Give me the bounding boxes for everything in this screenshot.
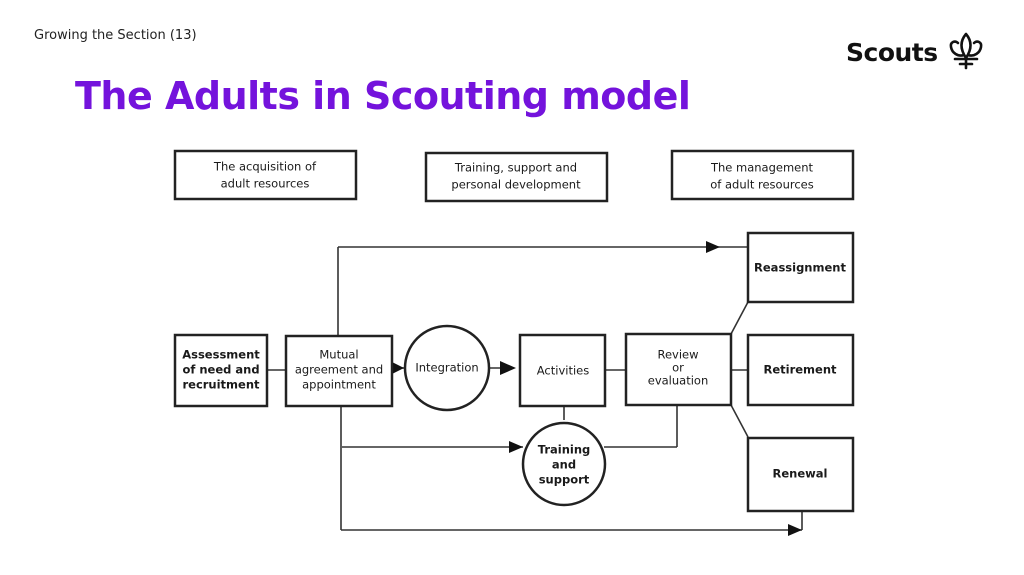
header-acquisition-line-2: adult resources [221,177,310,191]
review-line-3: evaluation [648,374,709,388]
training-support-line-3: support [539,473,590,487]
scouts-logo: Scouts [846,30,986,74]
header-management-line-2: of adult resources [710,178,813,192]
mutual-line-1: Mutual [319,348,358,362]
arrowhead-to-activities [500,361,516,375]
header-box-training: Training, support and personal developme… [424,151,609,203]
circle-training-support: Training and support [521,421,607,507]
renewal-label: Renewal [773,467,828,481]
box-review: Review or evaluation [624,332,733,407]
box-mutual: Mutual agreement and appointment [284,334,394,408]
integration-label: Integration [415,361,478,375]
logo-text: Scouts [846,37,938,67]
assessment-line-3: recruitment [182,378,260,392]
header-training-line-2: personal development [451,178,581,192]
box-retirement: Retirement [746,333,855,407]
training-support-line-2: and [552,458,576,472]
header-training-line-1: Training, support and [454,161,577,175]
header-acquisition-line-1: The acquisition of [213,160,317,174]
retirement-label: Retirement [763,363,837,377]
page-title: The Adults in Scouting model [75,74,691,118]
connector-review-reassignment [730,301,749,335]
reassignment-label: Reassignment [754,261,846,275]
circle-integration: Integration [403,324,491,412]
box-renewal: Renewal [746,436,855,513]
assessment-line-2: of need and [182,363,259,377]
header-box-management: The management of adult resources [670,149,855,201]
fleur-de-lis-icon [949,32,983,70]
box-reassignment: Reassignment [746,231,855,304]
assessment-line-1: Assessment [182,348,260,362]
header-management-line-1: The management [710,161,814,175]
box-assessment: Assessment of need and recruitment [173,333,269,408]
training-support-line-1: Training [538,443,591,457]
review-line-1: Review [657,348,698,362]
mutual-line-2: agreement and [295,363,383,377]
header-box-acquisition: The acquisition of adult resources [173,149,358,201]
arrowhead-to-integration [392,362,404,374]
connector-review-renewal [730,404,749,438]
box-activities: Activities [518,333,607,408]
activities-label: Activities [537,364,589,378]
mutual-line-3: appointment [302,378,376,392]
review-line-2: or [672,361,684,375]
section-label: Growing the Section (13) [34,28,197,43]
